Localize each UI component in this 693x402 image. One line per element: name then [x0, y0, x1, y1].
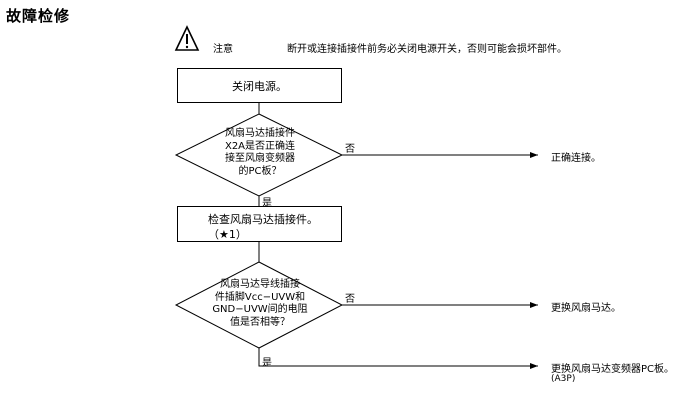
decision-1-yes-label: 是: [262, 198, 272, 209]
step-power-off-box: 关闭电源。: [177, 68, 342, 103]
decision-2-yes-label: 是: [262, 358, 272, 369]
decision-2-yes-arrow: [258, 348, 538, 369]
caution-text: 断开或连接插接件前务必关闭电源开关，否则可能会损坏部件。: [287, 44, 567, 55]
decision-2-yes-result-part: (A3P): [551, 374, 576, 384]
page-title: 故障检修: [6, 7, 71, 25]
decision-2-no-label: 否: [345, 294, 355, 305]
decision-2-no-result: 更换风扇马达。: [551, 303, 621, 314]
decision-2-text: 风扇马达导线插接 件插脚Vcc−UVW和 GND−UVW间的电阻 值是否相等？: [212, 279, 308, 328]
step-check-connector-note: （★1）: [208, 228, 247, 241]
step-check-connector-text: 检查风扇马达插接件。: [208, 213, 318, 226]
decision-2-yes-result: 更换风扇马达变频器PC板。: [551, 364, 675, 375]
step-check-connector-box: 检查风扇马达插接件。 （★1）: [177, 206, 342, 242]
step-power-off-text: 关闭电源。: [232, 79, 287, 93]
decision-1-no-label: 否: [345, 144, 355, 155]
caution-label: 注意: [213, 44, 233, 55]
warning-triangle-icon: [174, 25, 200, 51]
decision-1-no-result: 正确连接。: [551, 153, 601, 164]
decision-1-text: 风扇马达插接件 X2A是否正确连 接至风扇变频器 的PC板？: [224, 128, 296, 177]
